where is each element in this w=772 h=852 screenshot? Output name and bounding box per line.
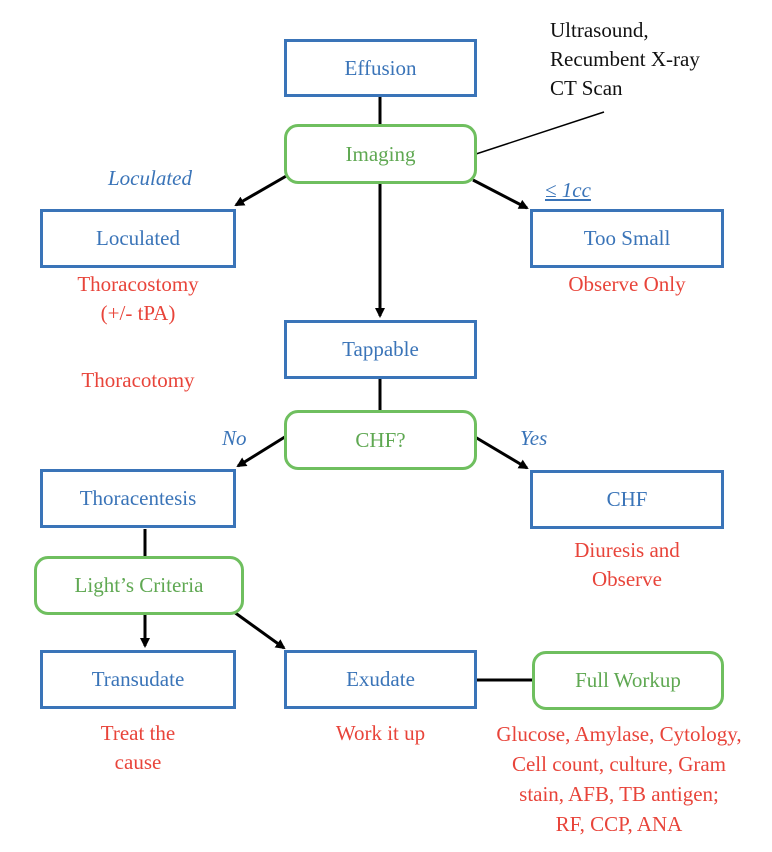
edge-label-loculated: Loculated [108, 166, 192, 190]
node-too-small-label: Too Small [583, 226, 671, 250]
action-line: stain, AFB, TB antigen; [519, 782, 719, 806]
node-full-workup: Full Workup [532, 651, 724, 710]
arrow-imaging-loculated [234, 173, 289, 207]
action-line: Glucose, Amylase, Cytology, [496, 722, 742, 746]
arrow-imaging-too-small [472, 178, 529, 210]
action-workup: Glucose, Amylase, Cytology, Cell count, … [466, 719, 772, 839]
node-transudate-label: Transudate [91, 667, 185, 691]
node-lights-criteria-label: Light’s Criteria [74, 573, 204, 597]
arrow-lights-exudate [233, 610, 286, 650]
node-thoracentesis: Thoracentesis [40, 469, 236, 528]
action-line: RF, CCP, ANA [555, 812, 683, 836]
imaging-note: Ultrasound, Recumbent X-ray CT Scan [550, 16, 700, 103]
node-imaging: Imaging [284, 124, 477, 184]
action-line: Thoracostomy [77, 272, 199, 296]
node-tappable: Tappable [284, 320, 477, 379]
node-loculated-label: Loculated [96, 226, 180, 250]
action-line: Treat the [100, 721, 176, 745]
node-transudate: Transudate [40, 650, 236, 709]
action-thoracotomy: Thoracotomy [81, 368, 195, 392]
line-imaging-note [475, 111, 605, 155]
node-chf-label: CHF [606, 487, 648, 511]
node-loculated: Loculated [40, 209, 236, 268]
edge-label-no: No [222, 426, 247, 450]
action-line: Observe [592, 567, 662, 591]
action-loculated: Thoracostomy (+/- tPA) [40, 270, 236, 328]
node-imaging-label: Imaging [345, 141, 416, 166]
action-transudate: Treat the cause [40, 719, 236, 777]
arrow-chf-question-chf [474, 435, 529, 470]
node-too-small: Too Small [530, 209, 724, 268]
node-tappable-label: Tappable [342, 337, 419, 361]
action-line: (+/- tPA) [100, 301, 176, 325]
action-exudate: Work it up [335, 721, 426, 745]
arrow-chf-question-thoracentesis [236, 433, 289, 468]
action-too-small: Observe Only [568, 272, 686, 296]
edge-label-yes: Yes [520, 426, 548, 450]
edge-label-too-small: ≤ 1cc [545, 178, 591, 202]
imaging-note-line: CT Scan [550, 76, 623, 100]
imaging-note-line: Ultrasound, [550, 18, 649, 42]
action-line: Diuresis and [574, 538, 680, 562]
node-effusion-label: Effusion [344, 55, 417, 80]
node-full-workup-label: Full Workup [575, 668, 681, 692]
node-lights-criteria: Light’s Criteria [34, 556, 244, 615]
action-chf: Diuresis and Observe [530, 536, 724, 594]
action-line: cause [114, 750, 162, 774]
node-thoracentesis-label: Thoracentesis [79, 486, 197, 510]
node-chf-question-label: CHF? [355, 427, 406, 452]
node-exudate: Exudate [284, 650, 477, 709]
action-line: Cell count, culture, Gram [511, 752, 727, 776]
imaging-note-line: Recumbent X-ray [550, 47, 700, 71]
node-chf: CHF [530, 470, 724, 529]
node-chf-question: CHF? [284, 410, 477, 470]
node-effusion: Effusion [284, 39, 477, 97]
node-exudate-label: Exudate [346, 667, 415, 691]
